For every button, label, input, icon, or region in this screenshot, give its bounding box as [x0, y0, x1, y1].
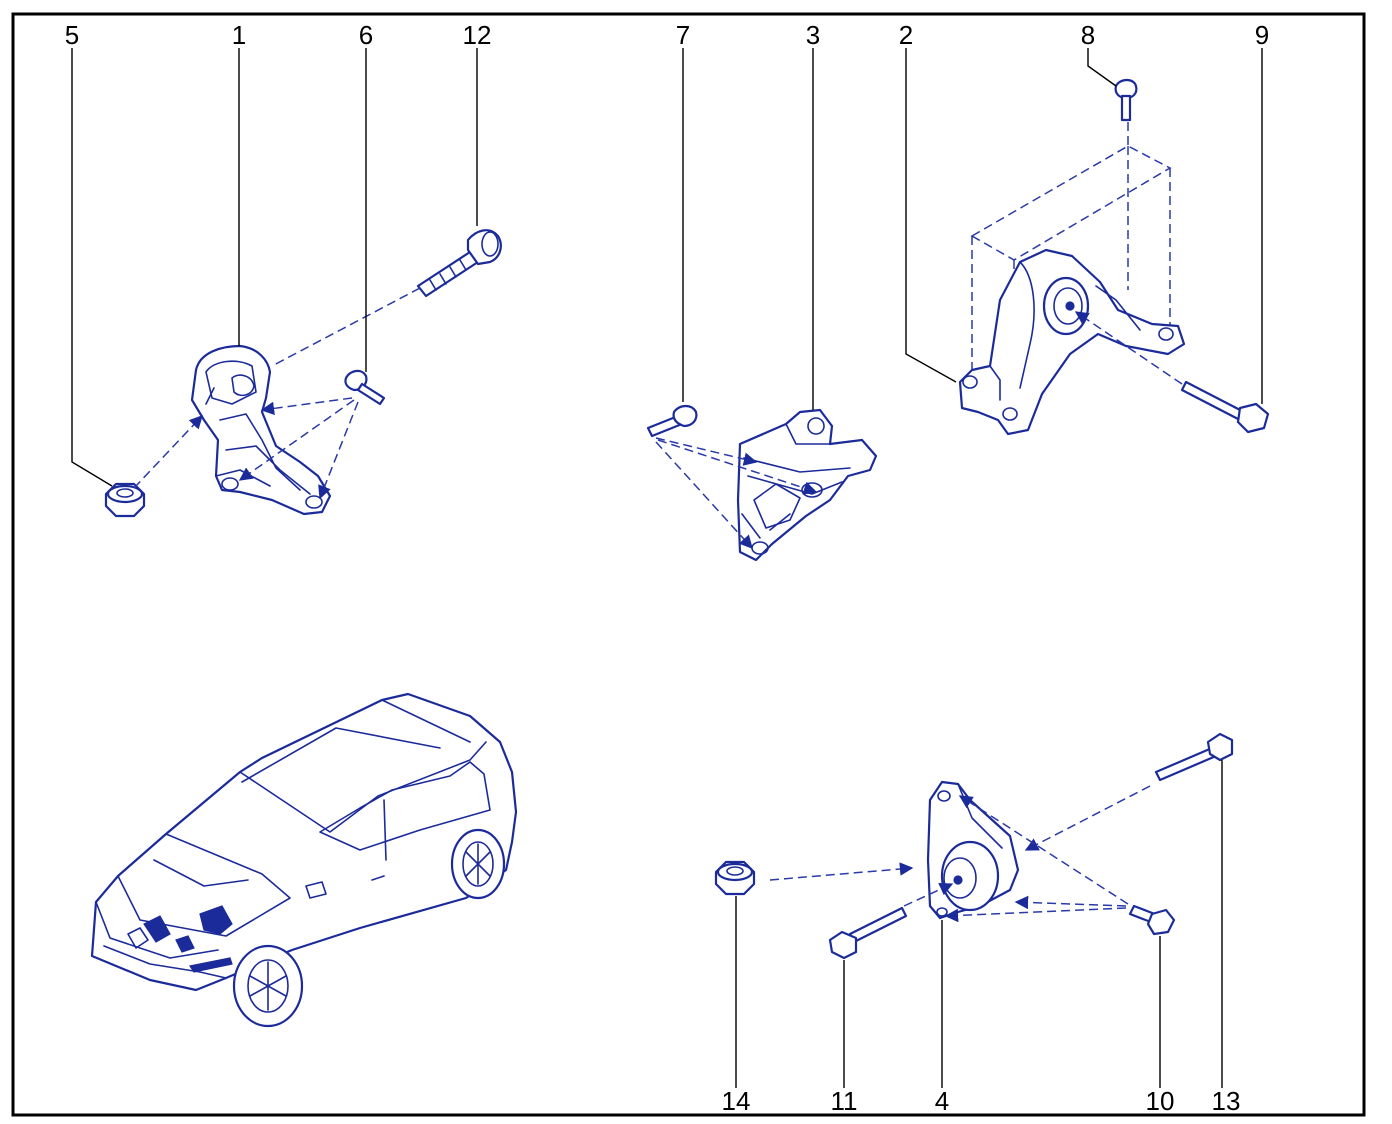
front-wheel: [232, 944, 304, 1028]
assembly-line-6-b: [238, 399, 355, 481]
assembly-line-14: [769, 862, 914, 881]
assembly-line-5-to-1: [133, 415, 203, 489]
callout-7: 7: [676, 20, 690, 50]
engine-mount-bracket-1: [190, 344, 332, 516]
callout-9: 9: [1255, 20, 1269, 50]
diagram-frame: [11, 12, 1366, 1117]
callout-14: 14: [722, 1086, 751, 1116]
callout-12: 12: [463, 20, 492, 50]
rear-wheel: [450, 828, 506, 900]
assembly-line-11: [903, 882, 954, 907]
mount-part-3-group: [646, 404, 878, 562]
assembly-line-7-a: [655, 437, 758, 466]
vehicle-locator-illustration: [90, 692, 518, 1028]
assembly-line-10-b: [1014, 895, 1127, 910]
bolt-part-13: [1154, 732, 1234, 782]
mount-part-2-group: [958, 78, 1270, 436]
engine-mount-part-2: [958, 248, 1186, 436]
bracket-part-3: [736, 408, 878, 562]
callout-10: 10: [1146, 1086, 1175, 1116]
assembly-line-7-c: [655, 441, 753, 550]
bolt-part-12: [416, 229, 502, 298]
assembly-line-10-a: [958, 795, 1129, 905]
assembly-line-12-to-1: [271, 287, 421, 367]
nut-part-14: [714, 860, 756, 896]
callout-5: 5: [65, 20, 79, 50]
callout-11: 11: [831, 1086, 858, 1116]
callout-1: 1: [232, 20, 246, 50]
callout-6: 6: [359, 20, 373, 50]
bolt-part-9: [1180, 380, 1270, 434]
mount-part-4: [926, 780, 1020, 920]
assembly-line-6-c: [318, 401, 359, 500]
bolt-part-6: [344, 369, 386, 406]
callout-13: 13: [1212, 1086, 1241, 1116]
bolt-part-7: [646, 404, 698, 438]
assembly-line-10-c: [944, 907, 1127, 923]
callout-2: 2: [899, 20, 913, 50]
mount-part-1-group: [104, 229, 502, 518]
assembly-line-6-a: [260, 397, 353, 416]
callout-labels: 5 1 6 12 7 3 2 8 9 14 11 4 10 13: [65, 20, 1269, 1116]
nut-part-5: [104, 482, 146, 518]
callout-8: 8: [1081, 20, 1095, 50]
bolt-part-8: [1114, 78, 1138, 122]
assembly-line-9: [1074, 311, 1183, 385]
mount-part-4-group: [714, 732, 1234, 960]
assembly-outline-top: [970, 145, 1172, 261]
callout-3: 3: [806, 20, 820, 50]
callout-leaders: [71, 48, 1263, 1088]
assembly-line-13: [1024, 785, 1151, 851]
bolt-part-11: [828, 906, 908, 960]
callout-4: 4: [935, 1086, 949, 1116]
bolt-part-10: [1128, 904, 1176, 936]
